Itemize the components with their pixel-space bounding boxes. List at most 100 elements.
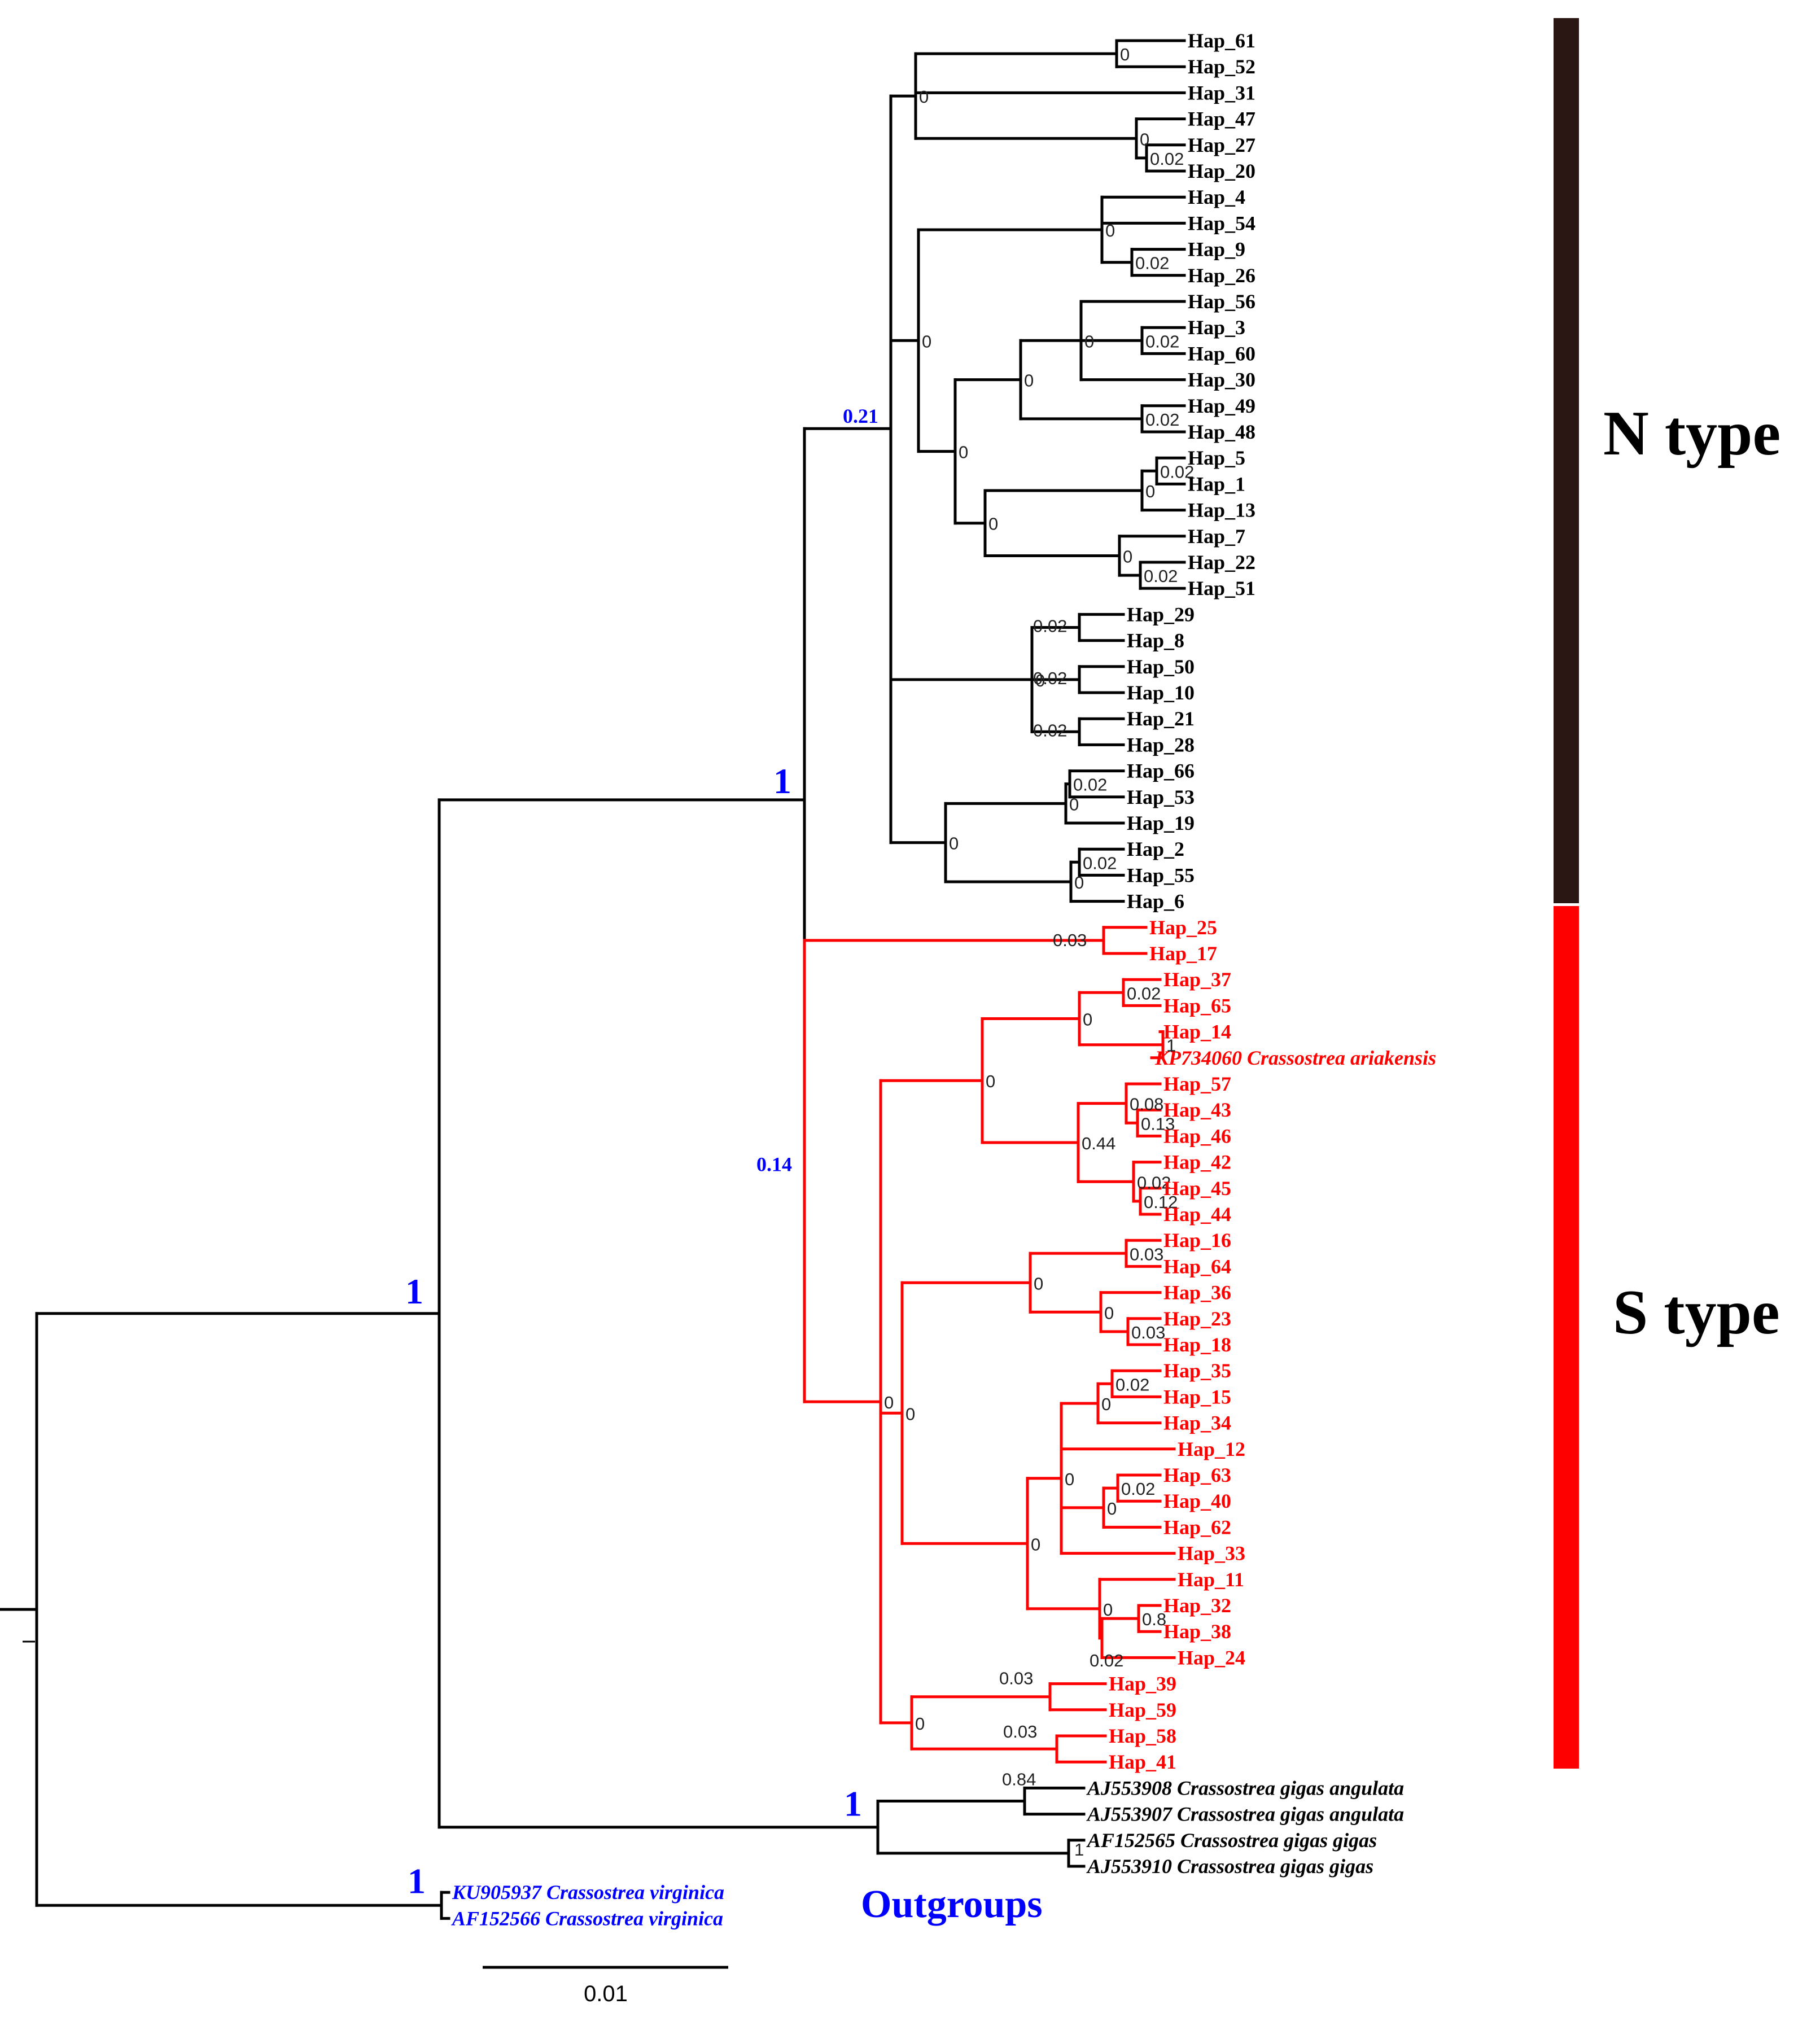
tip-label: Hap_34	[1163, 1412, 1231, 1434]
tip-label: Hap_40	[1163, 1490, 1231, 1512]
support-value: 0	[1103, 1600, 1113, 1620]
tip-label: Hap_51	[1188, 577, 1255, 600]
tip-label: Hap_22	[1188, 551, 1255, 574]
support-value: 0	[884, 1393, 894, 1412]
support-value: 1	[405, 1271, 423, 1311]
support-value: 0.02	[1033, 616, 1067, 636]
support-value: 0.02	[1033, 720, 1067, 740]
tip-label: Hap_60	[1188, 342, 1255, 365]
support-value: 0	[1101, 1394, 1111, 1414]
support-value: 0.02	[1073, 775, 1107, 795]
support-value: 0	[1107, 1499, 1117, 1519]
support-value: 0.02	[1090, 1651, 1123, 1670]
support-value: 0.12	[1144, 1192, 1178, 1212]
tip-label: Hap_29	[1127, 603, 1195, 625]
support-value: 0.02	[1145, 410, 1179, 430]
tip-label: AF152566 Crassostrea virginica	[451, 1907, 723, 1930]
support-value: 0.02	[1160, 462, 1194, 482]
tip-label: Hap_53	[1127, 786, 1195, 808]
support-value: 0.84	[1002, 1770, 1036, 1790]
tip-label: Hap_56	[1188, 290, 1255, 313]
tip-label: Hap_49	[1188, 395, 1255, 417]
tip-label: Hap_37	[1163, 968, 1231, 991]
tree-branches	[0, 39, 1186, 1920]
tip-label: Hap_42	[1163, 1151, 1231, 1174]
tip-label: Hap_7	[1188, 525, 1245, 548]
support-value: 0	[988, 514, 998, 534]
tip-label: Hap_52	[1188, 55, 1255, 78]
tip-label: Hap_38	[1163, 1620, 1231, 1643]
tip-label: Hap_6	[1127, 890, 1184, 913]
n-type-label: N type	[1603, 399, 1780, 469]
support-value: 0	[915, 1714, 925, 1734]
support-value: 1	[408, 1861, 426, 1901]
tip-label: Hap_11	[1178, 1568, 1244, 1591]
support-value: 0.03	[1130, 1244, 1163, 1264]
tip-label: Hap_28	[1127, 733, 1195, 756]
support-value: 0	[1034, 1274, 1043, 1293]
support-value: 0	[1024, 371, 1034, 391]
tip-label: AJ553910 Crassostrea gigas gigas	[1086, 1855, 1373, 1878]
support-value: 0	[1065, 1469, 1074, 1489]
tip-label: Hap_26	[1188, 264, 1255, 287]
tip-label: Hap_24	[1178, 1646, 1245, 1669]
tip-label: Hap_61	[1188, 29, 1255, 52]
support-value: 0	[1123, 546, 1132, 566]
tip-label: Hap_44	[1163, 1203, 1231, 1226]
support-value: 0	[1069, 794, 1079, 814]
tip-label: Hap_32	[1163, 1594, 1231, 1617]
support-value: 1	[773, 761, 791, 801]
support-value: 0.03	[1003, 1722, 1037, 1742]
tip-label: Hap_57	[1163, 1073, 1231, 1095]
support-value: 0.02	[1135, 253, 1169, 273]
tip-label: AF152565 Crassostrea gigas gigas	[1086, 1829, 1377, 1852]
tip-label: Hap_65	[1163, 994, 1231, 1017]
tip-label: Hap_9	[1188, 238, 1245, 261]
tip-label: Hap_21	[1127, 707, 1195, 730]
tip-label: Hap_23	[1163, 1307, 1231, 1330]
support-value: 0.02	[1145, 331, 1179, 351]
tip-label: Hap_30	[1188, 369, 1255, 391]
support-value: 0	[949, 834, 959, 854]
tip-label: Hap_13	[1188, 499, 1255, 522]
support-value: 0.03	[1131, 1323, 1165, 1342]
support-value: 0.44	[1082, 1134, 1115, 1153]
tip-label: Hap_43	[1163, 1099, 1231, 1121]
support-values: 00.02000.0200.0200.0200.0200.0200000.020…	[405, 45, 1194, 1901]
tip-label: Hap_33	[1178, 1542, 1245, 1565]
support-value: 0.02	[1033, 668, 1067, 688]
support-value: 0	[959, 443, 968, 462]
support-value: 0	[922, 331, 931, 351]
tip-label: Hap_35	[1163, 1359, 1231, 1382]
support-value: 0	[986, 1071, 995, 1091]
tip-label: Hap_50	[1127, 655, 1195, 678]
support-value: 0.13	[1141, 1114, 1175, 1134]
support-value: 0.8	[1142, 1609, 1166, 1629]
tip-label: Hap_39	[1109, 1673, 1176, 1695]
tip-label: Hap_36	[1163, 1281, 1231, 1304]
tip-label: Hap_31	[1188, 81, 1255, 104]
support-value: 0	[1104, 1303, 1114, 1323]
support-value: 0.03	[1053, 930, 1087, 950]
s-type-label: S type	[1613, 1277, 1780, 1347]
support-value: 0	[1145, 482, 1155, 501]
tip-label: Hap_45	[1163, 1177, 1231, 1200]
support-value: 0.02	[1137, 1172, 1171, 1192]
tip-label: Hap_16	[1163, 1229, 1231, 1252]
support-value: 0	[905, 1404, 915, 1424]
tip-label: Hap_4	[1188, 186, 1245, 208]
support-value: 0	[1105, 221, 1115, 240]
tip-label: Hap_54	[1188, 212, 1255, 234]
support-value: 0.02	[1121, 1479, 1155, 1499]
support-value: 0.02	[1127, 983, 1161, 1003]
support-value: 0	[1031, 1534, 1040, 1554]
tip-label: Hap_5	[1188, 447, 1245, 469]
tip-label: AJ553908 Crassostrea gigas angulata	[1086, 1777, 1404, 1799]
support-value: 0.14	[756, 1153, 792, 1175]
support-value: 0	[1120, 45, 1130, 64]
tip-label: Hap_64	[1163, 1255, 1231, 1277]
support-value: 0.08	[1130, 1095, 1163, 1114]
support-value: 0	[1074, 873, 1084, 892]
support-value: 0.21	[843, 405, 878, 427]
